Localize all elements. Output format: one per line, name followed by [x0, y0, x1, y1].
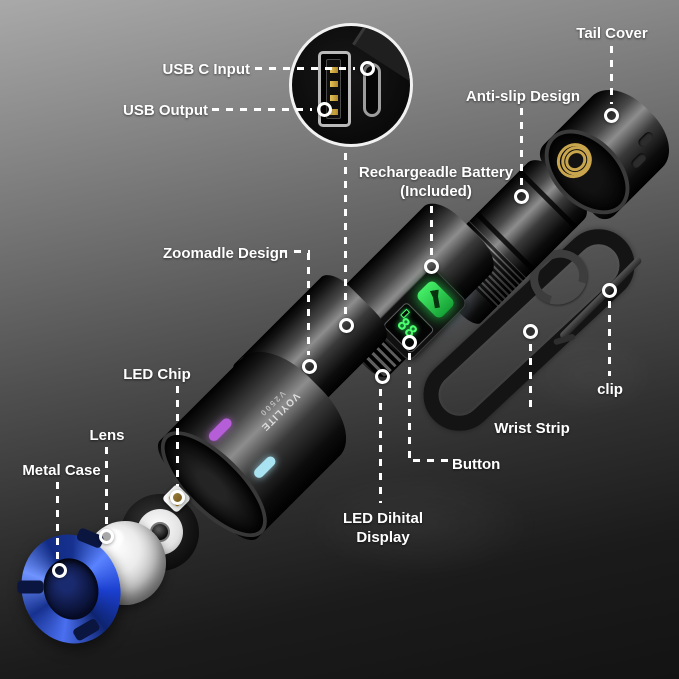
label-metal-case: Metal Case: [22, 462, 101, 479]
marker-battery: [424, 259, 439, 274]
leader-clip: [608, 301, 611, 376]
label-button: Button: [452, 456, 501, 473]
leader-zoomable-h: [280, 250, 310, 253]
marker-button: [402, 335, 417, 350]
label-zoomable: Zoomadle Design: [163, 245, 289, 262]
label-clip: clip: [597, 381, 623, 398]
leader-usb-output: [212, 108, 312, 111]
power-button: [415, 278, 457, 320]
label-usb-output: USB Output: [123, 102, 208, 119]
leader-usb-c: [255, 67, 355, 70]
flashlight-icon: [430, 289, 442, 308]
usb-pin: [330, 67, 338, 73]
leader-lens: [105, 447, 108, 525]
label-lens: Lens: [89, 427, 125, 444]
marker-led-display: [375, 369, 390, 384]
label-led-display: LED Dihital Display: [323, 509, 443, 547]
leader-led-display: [379, 389, 382, 503]
marker-anti-slip: [514, 189, 529, 204]
usb-pin: [330, 81, 338, 87]
label-led-display-line2: Display: [356, 529, 410, 546]
leader-led-chip: [176, 386, 179, 486]
leader-wrist-strip: [529, 344, 532, 414]
usb-cover-flap: [352, 26, 410, 93]
label-battery: Rechargeadle Battery (Included): [336, 163, 536, 201]
usb-pin: [330, 109, 338, 115]
usb-ports-inset: [289, 23, 413, 147]
leader-zoomable-v: [307, 253, 310, 355]
usb-a-port-icon: [318, 51, 351, 127]
label-led-display-line1: LED Dihital: [342, 510, 423, 527]
reflection-highlight: [300, 470, 540, 580]
leader-button-v: [408, 353, 411, 459]
leader-anti-slip: [520, 108, 523, 185]
marker-wrist-strip: [523, 324, 538, 339]
bezel-notch: [71, 617, 101, 642]
label-battery-line2: (Included): [400, 183, 472, 200]
marker-metal-case: [52, 563, 67, 578]
marker-usb-location: [339, 318, 354, 333]
label-battery-line1: Rechargeadle Battery: [358, 164, 514, 181]
clip-foot: [552, 333, 576, 346]
bezel-notch: [17, 580, 44, 594]
marker-usb-c: [360, 61, 375, 76]
leader-metal-case: [56, 482, 59, 559]
reflection-highlight: [520, 330, 660, 420]
usb-pin: [330, 95, 338, 101]
label-anti-slip: Anti-slip Design: [465, 88, 581, 105]
leader-battery: [430, 206, 433, 255]
label-wrist-strip: Wrist Strip: [494, 420, 570, 437]
marker-zoomable: [302, 359, 317, 374]
leader-tail-cover: [610, 46, 613, 104]
leader-inset-body: [344, 153, 347, 314]
marker-clip: [602, 283, 617, 298]
label-led-chip: LED Chip: [123, 366, 191, 383]
marker-led-chip: [170, 490, 185, 505]
marker-usb-output: [317, 102, 332, 117]
label-usb-c-input: USB C Input: [162, 61, 251, 78]
marker-lens: [99, 529, 114, 544]
bezel-center-hole: [35, 551, 107, 627]
leader-button-h: [413, 459, 448, 462]
marker-tail-cover: [604, 108, 619, 123]
label-tail-cover: Tail Cover: [576, 25, 648, 42]
